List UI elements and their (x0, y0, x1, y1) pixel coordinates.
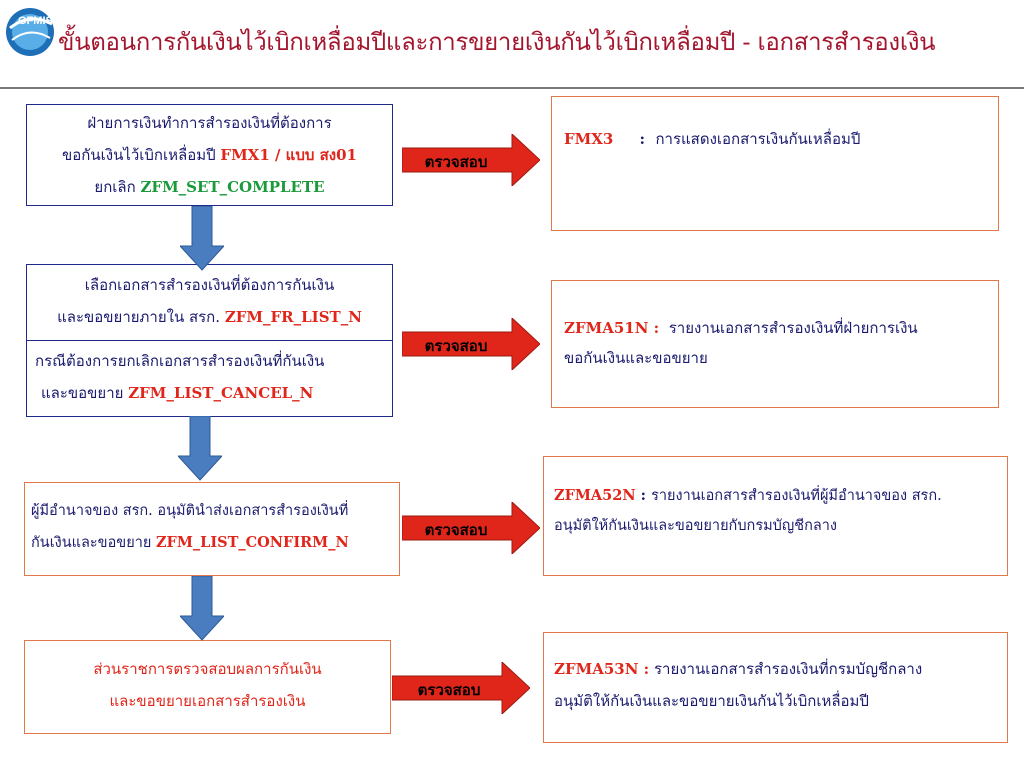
step-2-line4: และขอขยาย ZFM_LIST_CANCEL_N (41, 384, 314, 402)
report-zfma51n-code: ZFMA51N : (564, 319, 660, 337)
page-title: ขั้นตอนการกันเงินไว้เบิกเหลื่อมปีและการข… (58, 28, 936, 56)
step-1-line2: ขอกันเงินไว้เบิกเหลื่อมปี FMX1 / แบบ สง0… (62, 146, 357, 164)
check-arrow-2 (402, 318, 540, 370)
step-4-line1: ส่วนราชการตรวจสอบผลการกันเงิน (93, 660, 322, 678)
report-fmx3-line1: FMX3 : การแสดงเอกสารเงินกันเหลื่อมปี (564, 130, 861, 148)
check-arrow-1 (402, 134, 540, 186)
step-1-line1: ฝ่ายการเงินทำการสำรองเงินที่ต้องการ (87, 114, 332, 132)
report-zfma53n-line2: อนุมัติให้กันเงินและขอขยายเงินกันไว้เบิก… (554, 692, 869, 710)
check-label-3: ตรวจสอบ (424, 521, 488, 539)
down-arrow-2 (178, 416, 222, 481)
step-2-cancel-code: ZFM_LIST_CANCEL_N (128, 384, 314, 402)
report-zfma51n-line1: ZFMA51N : รายงานเอกสารสำรองเงินที่ฝ่ายกา… (564, 319, 918, 337)
step-1-line3: ยกเลิก ZFM_SET_COMPLETE (94, 178, 325, 196)
report-zfma51n-line2: ขอกันเงินและขอขยาย (564, 349, 708, 367)
step-2-cancel-box: กรณีต้องการยกเลิกเอกสารสำรองเงินที่กันเง… (26, 340, 393, 417)
report-box-zfma51n: ZFMA51N : รายงานเอกสารสำรองเงินที่ฝ่ายกา… (551, 280, 999, 408)
step-3-line2: กันเงินและขอขยาย ZFM_LIST_CONFIRM_N (31, 534, 349, 551)
gfmis-logo: GFMIS (6, 8, 54, 56)
report-box-fmx3: FMX3 : การแสดงเอกสารเงินกันเหลื่อมปี (551, 96, 999, 231)
check-label-1: ตรวจสอบ (424, 153, 488, 171)
check-arrow-3 (402, 502, 540, 554)
step-3-code: ZFM_LIST_CONFIRM_N (155, 534, 349, 551)
step-3-line1: ผู้มีอำนาจของ สรก. อนุมัตินำส่งเอกสารสำร… (31, 503, 349, 519)
report-zfma52n-line1: ZFMA52N : รายงานเอกสารสำรองเงินที่ผู้มีอ… (554, 487, 942, 504)
report-box-zfma53n: ZFMA53N : รายงานเอกสารสำรองเงินที่กรมบัญ… (543, 632, 1008, 743)
down-arrow-1 (180, 206, 224, 271)
report-fmx3-code: FMX3 (564, 130, 614, 148)
check-label-4: ตรวจสอบ (417, 681, 481, 699)
check-label-2: ตรวจสอบ (424, 337, 488, 355)
step-2-code: ZFM_FR_LIST_N (224, 308, 362, 326)
step-2-line2: และขอขยายภายใน สรก. ZFM_FR_LIST_N (57, 308, 362, 326)
report-zfma52n-code: ZFMA52N (554, 487, 636, 504)
report-zfma52n-line2: อนุมัติให้กันเงินและขอขยายกับกรมบัญชีกลา… (554, 518, 837, 534)
step-2-line3: กรณีต้องการยกเลิกเอกสารสำรองเงินที่กันเง… (35, 352, 325, 370)
step-3-box: ผู้มีอำนาจของ สรก. อนุมัตินำส่งเอกสารสำร… (24, 482, 400, 576)
report-box-zfma52n: ZFMA52N : รายงานเอกสารสำรองเงินที่ผู้มีอ… (543, 456, 1008, 576)
title-divider (0, 87, 1024, 89)
check-arrow-4 (392, 662, 530, 714)
report-zfma53n-code: ZFMA53N : (554, 660, 650, 678)
report-zfma53n-line1: ZFMA53N : รายงานเอกสารสำรองเงินที่กรมบัญ… (554, 660, 923, 678)
step-2-line1: เลือกเอกสารสำรองเงินที่ต้องการกันเงิน (84, 276, 335, 294)
step-2-box: เลือกเอกสารสำรองเงินที่ต้องการกันเงิน แล… (26, 264, 393, 341)
step-4-box: ส่วนราชการตรวจสอบผลการกันเงิน และขอขยายเ… (24, 640, 391, 734)
step-1-code: FMX1 / แบบ สง01 (220, 146, 357, 164)
step-1-cancel-code: ZFM_SET_COMPLETE (140, 178, 325, 196)
down-arrow-3 (180, 576, 224, 641)
logo-text: GFMIS (18, 15, 53, 27)
step-4-line2: และขอขยายเอกสารสำรองเงิน (109, 692, 306, 710)
step-1-box: ฝ่ายการเงินทำการสำรองเงินที่ต้องการ ขอกั… (26, 104, 393, 206)
